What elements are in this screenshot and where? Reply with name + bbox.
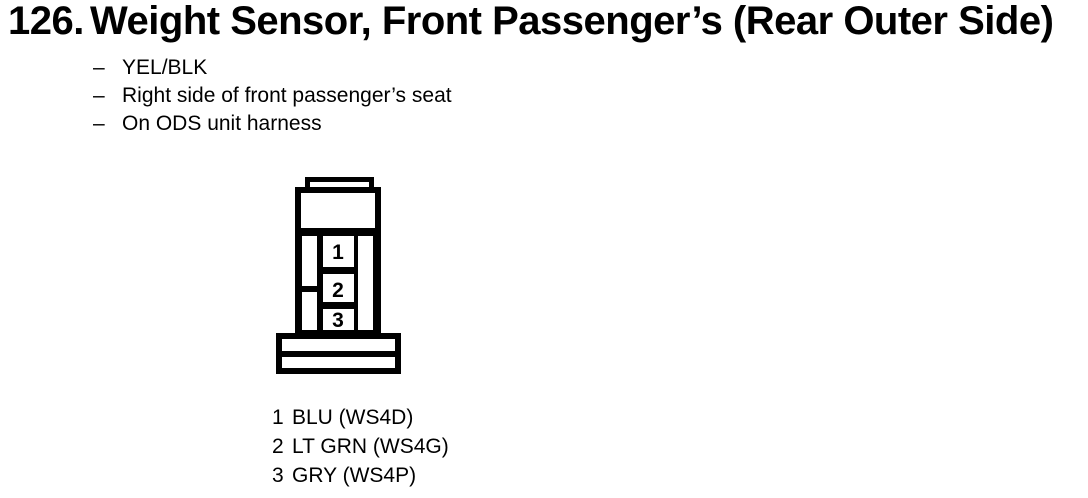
legend-row: 3 GRY (WS4P): [272, 461, 449, 490]
list-item: – On ODS unit harness: [93, 110, 452, 138]
legend-pin-number: 3: [272, 464, 284, 487]
legend-wire-label: LT GRN (WS4G): [292, 435, 449, 458]
legend-wire-label: BLU (WS4D): [292, 406, 414, 429]
pin-1-cavity: [323, 236, 354, 267]
pin-3-cavity: [323, 309, 354, 330]
legend-pin-number: 1: [272, 406, 284, 429]
list-item: – Right side of front passenger’s seat: [93, 82, 452, 110]
connector-base-slot-upper: [282, 339, 395, 351]
pin-3-number: 3: [332, 309, 344, 332]
pin-2-cavity: [323, 274, 354, 302]
bullet-dash: –: [93, 112, 105, 135]
legend-pin-number: 2: [272, 435, 284, 458]
page-title: 126. Weight Sensor, Front Passenger’s (R…: [8, 0, 1054, 46]
list-item: – YEL/BLK: [93, 54, 452, 82]
legend-wire-label: GRY (WS4P): [292, 464, 417, 487]
connector-lock-tab-inner: [310, 182, 369, 188]
detail-list: – YEL/BLK – Right side of front passenge…: [93, 54, 452, 138]
legend-row: 2 LT GRN (WS4G): [272, 432, 449, 461]
detail-wire-color: YEL/BLK: [122, 56, 208, 79]
connector-left-slot-upper: [302, 236, 317, 286]
connector-right-slot: [358, 236, 373, 330]
pin-legend: 1 BLU (WS4D) 2 LT GRN (WS4G) 3 GRY (WS4P…: [272, 403, 449, 490]
pin-2-number: 2: [332, 279, 344, 302]
detail-location: Right side of front passenger’s seat: [122, 84, 452, 107]
connector-base-slot-lower: [282, 357, 395, 368]
connector-left-slot-lower: [302, 292, 317, 330]
item-title: Weight Sensor, Front Passenger’s (Rear O…: [90, 0, 1054, 43]
legend-row: 1 BLU (WS4D): [272, 403, 449, 432]
bullet-dash: –: [93, 56, 105, 79]
pin-1-number: 1: [332, 241, 344, 264]
item-number: 126.: [8, 0, 84, 43]
bullet-dash: –: [93, 84, 105, 107]
connector-top-cavity: [301, 193, 375, 228]
detail-harness: On ODS unit harness: [122, 112, 322, 135]
